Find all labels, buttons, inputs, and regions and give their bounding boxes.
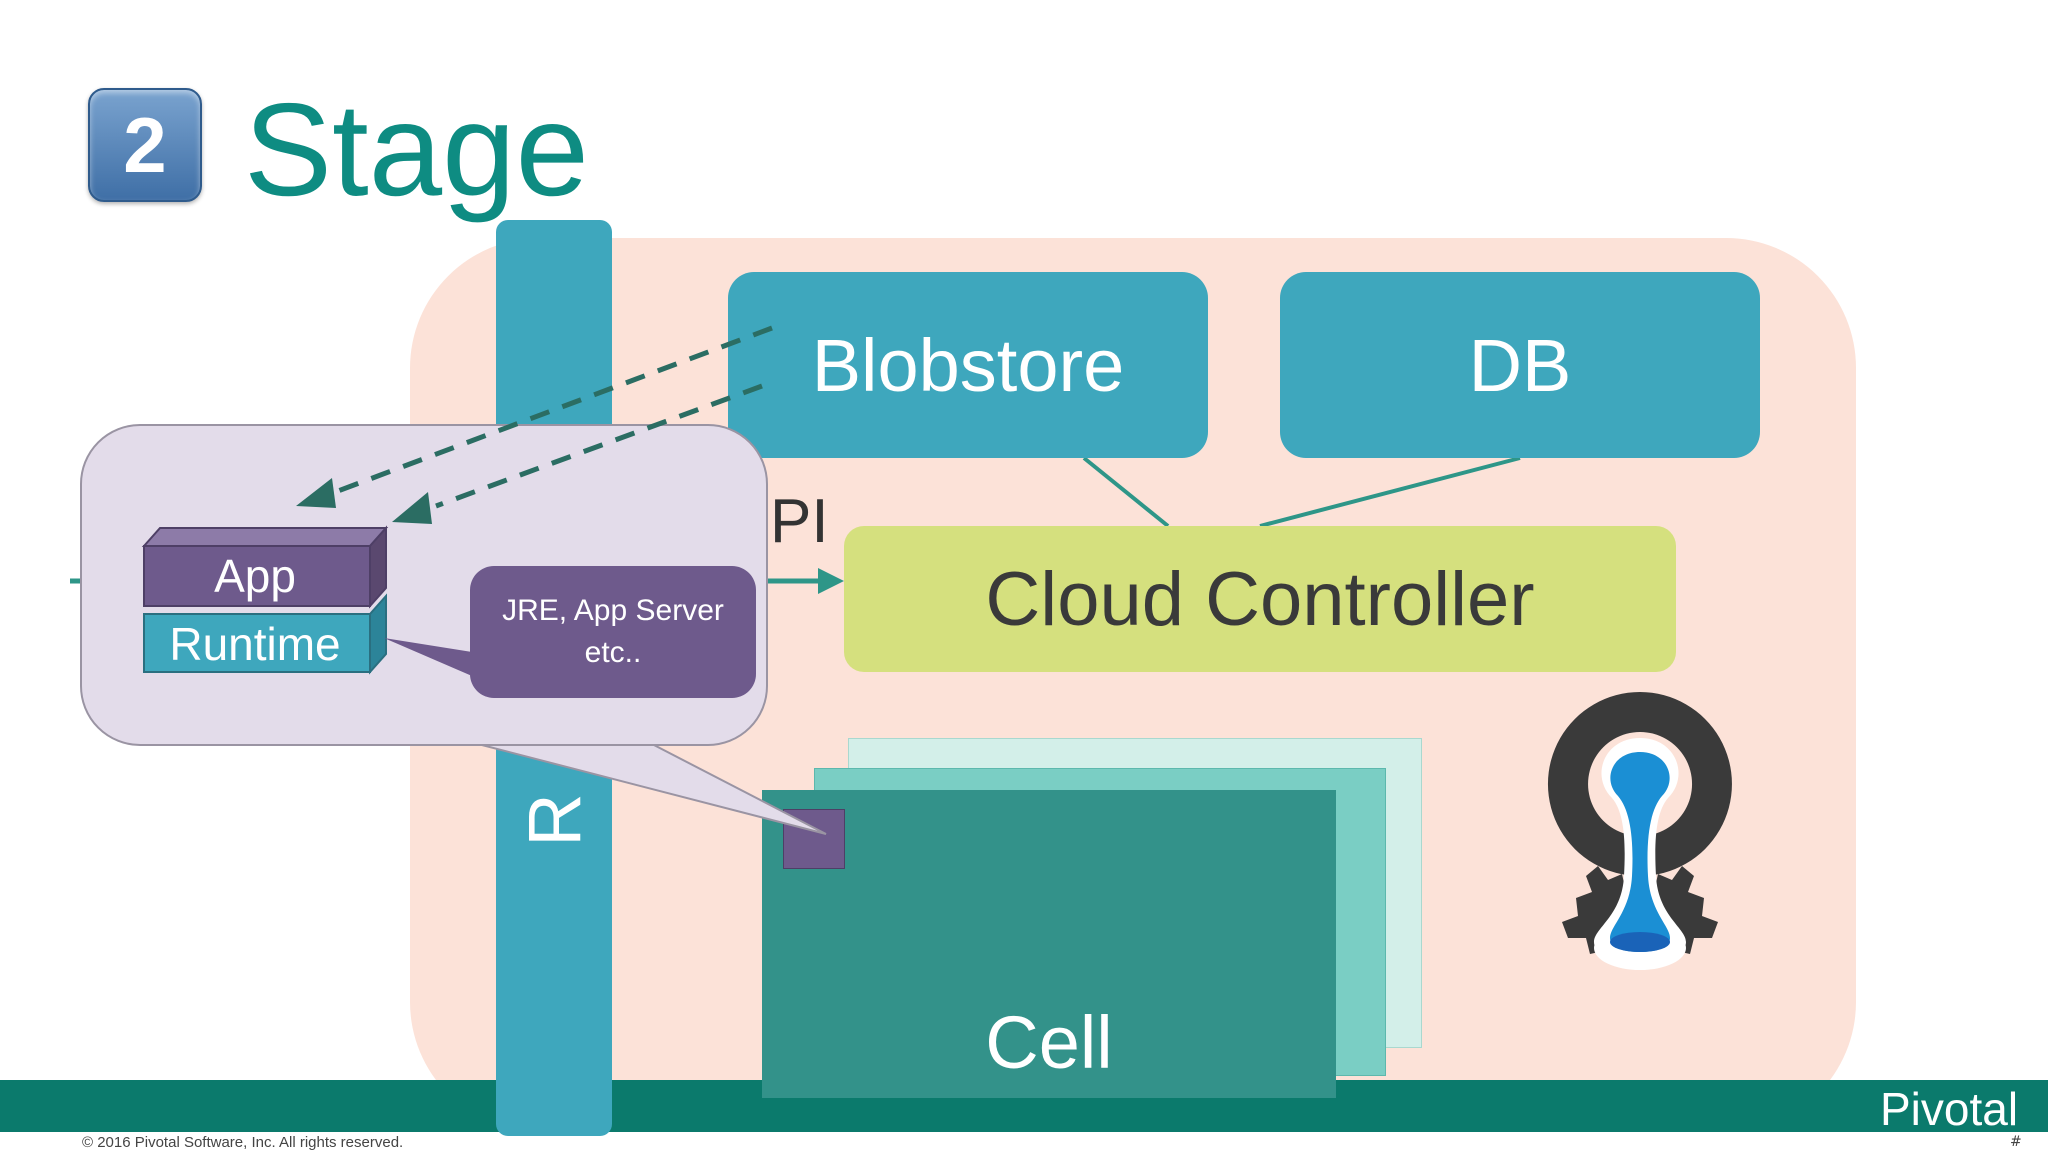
tech-note-text: JRE, App Server etc.. [502,594,724,669]
router-to-cc-arrowhead [818,568,844,594]
tech-note-pointer [384,638,472,676]
droplet-container-square [783,809,845,869]
app-block [141,525,389,609]
footer-line [0,1130,2048,1132]
cloud-controller-box: Cloud Controller [844,526,1676,672]
db-box: DB [1280,272,1760,458]
cloud-controller-label: Cloud Controller [985,556,1535,642]
blobstore-download-arrow-1 [329,325,773,497]
cell-box [762,790,1336,1098]
blobstore-download-arrow-2 [435,383,763,509]
step-number: 2 [123,100,167,189]
blobstore-label: Blobstore [811,323,1125,407]
pivotal-logo: Pivotal [1880,1083,2019,1135]
runtime-block [143,593,387,675]
db-label: DB [1468,323,1572,407]
slide-title: Stage [244,76,589,223]
blobstore-download-arrowhead-1 [296,478,336,508]
cell-label: Cell [985,1001,1113,1084]
app-label: App [214,550,296,602]
cloud-foundry-logo-icon [1547,692,1732,970]
db-to-cc-line [1259,456,1521,528]
blobstore-download-arrowhead-2 [392,492,432,524]
blobstore-box: Blobstore [728,272,1208,458]
copyright-text: © 2016 Pivotal Software, Inc. All rights… [82,1134,404,1151]
step-number-badge: 2 [88,88,202,202]
blobstore-to-cc-line [1082,456,1170,528]
runtime-label: Runtime [169,618,341,670]
slide-corner-mark: # [2010,1134,2022,1150]
tech-note-box: JRE, App Server etc.. [470,566,756,698]
api-label: PI [770,487,829,556]
